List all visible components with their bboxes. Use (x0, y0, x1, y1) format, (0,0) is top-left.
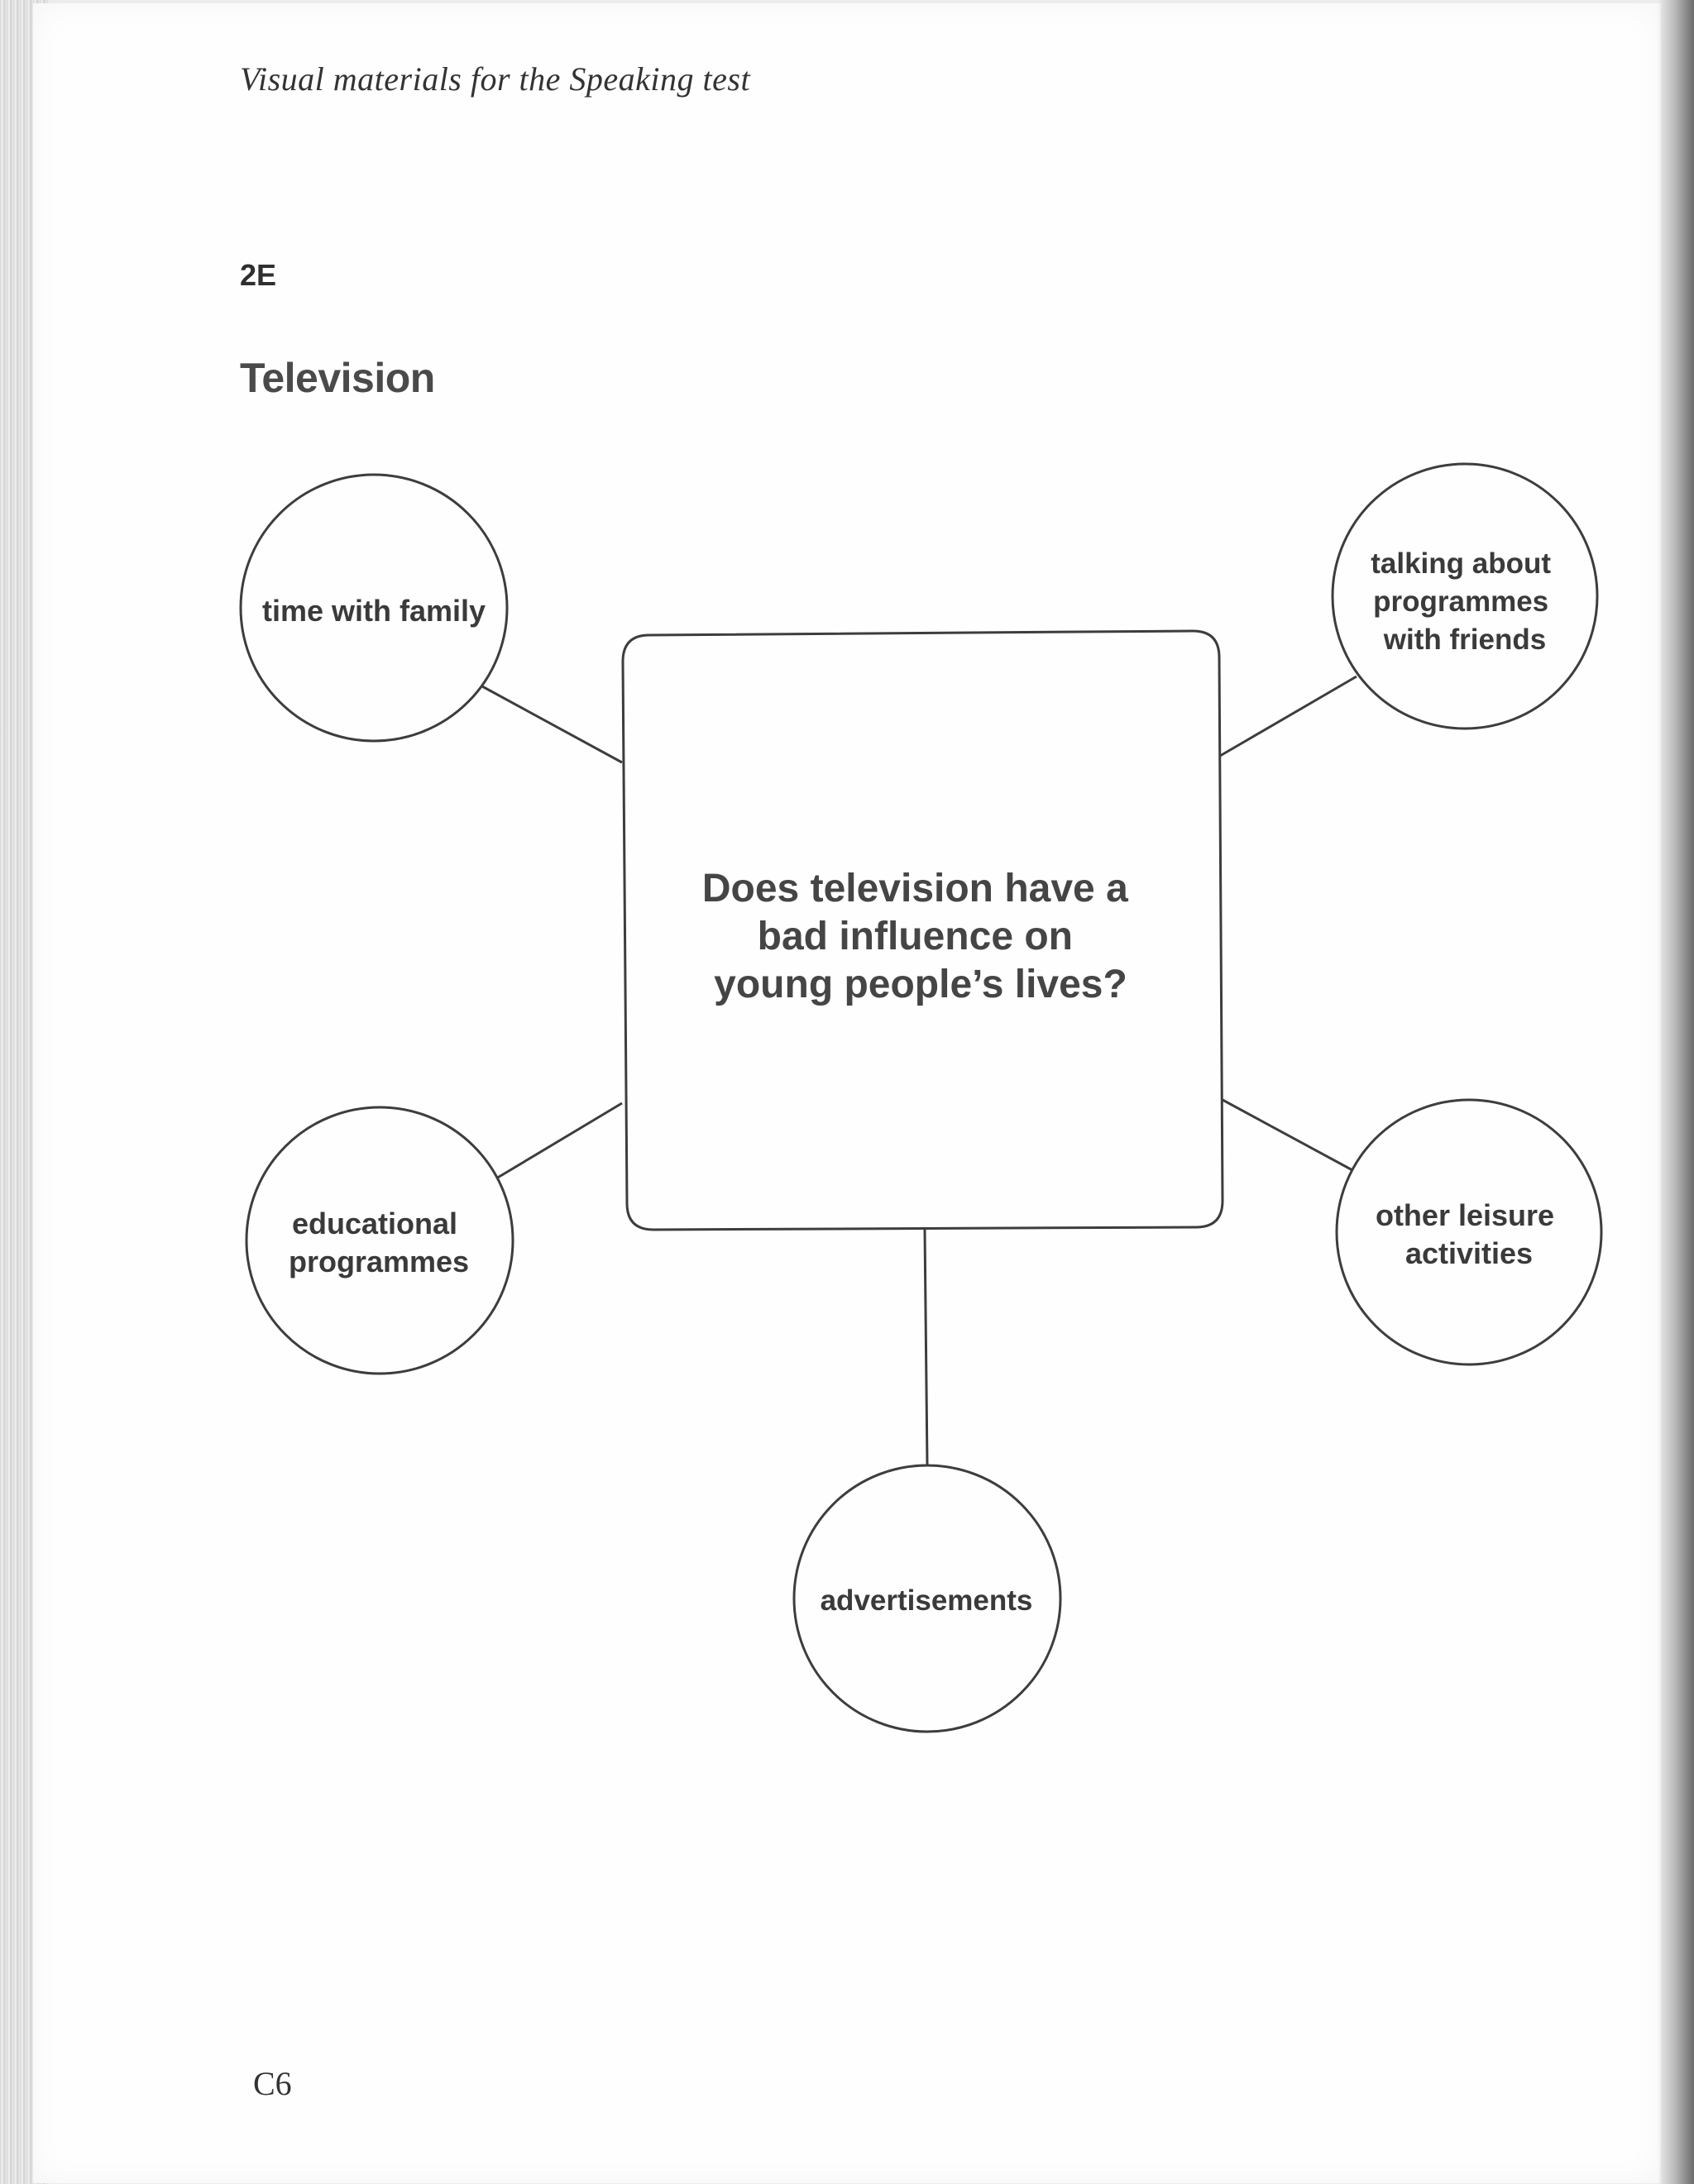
page-number: C6 (253, 2065, 292, 2102)
connector-bottom-right (1222, 1098, 1353, 1172)
central-question-line-1: Does television have a (702, 867, 1128, 910)
central-question: Does television have a bad influence on … (702, 867, 1139, 1006)
circle-top-left (239, 473, 509, 743)
book-page (33, 3, 1661, 2183)
connector-bottom (923, 1229, 929, 1466)
connector-top-left (481, 685, 623, 764)
prompt-educational-programmes: educational programmes (289, 1207, 469, 1278)
central-question-box (621, 629, 1224, 1231)
connector-bottom-left (495, 1102, 623, 1180)
central-question-line-3: young people’s lives? (714, 963, 1127, 1006)
prompt-advertisements: advertisements (821, 1584, 1033, 1617)
prompt-top-left-line-1: time with family (262, 594, 486, 628)
prompt-bottom-right-line-2: activities (1405, 1236, 1533, 1270)
prompt-other-leisure-activities: other leisure activities (1376, 1198, 1562, 1270)
prompt-bottom-line-1: advertisements (821, 1584, 1033, 1617)
section-title: Television (240, 355, 435, 401)
prompt-top-right-line-3: with friends (1383, 624, 1546, 656)
circle-bottom-left (245, 1106, 514, 1375)
circle-top-right (1331, 462, 1599, 730)
prompt-bottom-left-line-1: educational (292, 1207, 457, 1240)
central-question-line-2: bad influence on (758, 915, 1073, 958)
connector-top-right (1219, 675, 1357, 757)
section-code: 2E (240, 258, 277, 292)
prompt-bottom-right-line-1: other leisure (1376, 1198, 1554, 1232)
prompt-bottom-left-line-2: programmes (289, 1245, 469, 1278)
prompt-talking-about-programmes: talking about programmes with friends (1371, 547, 1559, 656)
circle-bottom (792, 1464, 1062, 1733)
binding-shadow (1658, 0, 1694, 2184)
prompt-top-right-line-1: talking about (1371, 547, 1551, 580)
prompt-top-right-line-2: programmes (1373, 585, 1548, 618)
circle-bottom-right (1335, 1098, 1603, 1366)
running-head: Visual materials for the Speaking test (240, 60, 751, 98)
prompt-time-with-family: time with family (262, 594, 486, 628)
